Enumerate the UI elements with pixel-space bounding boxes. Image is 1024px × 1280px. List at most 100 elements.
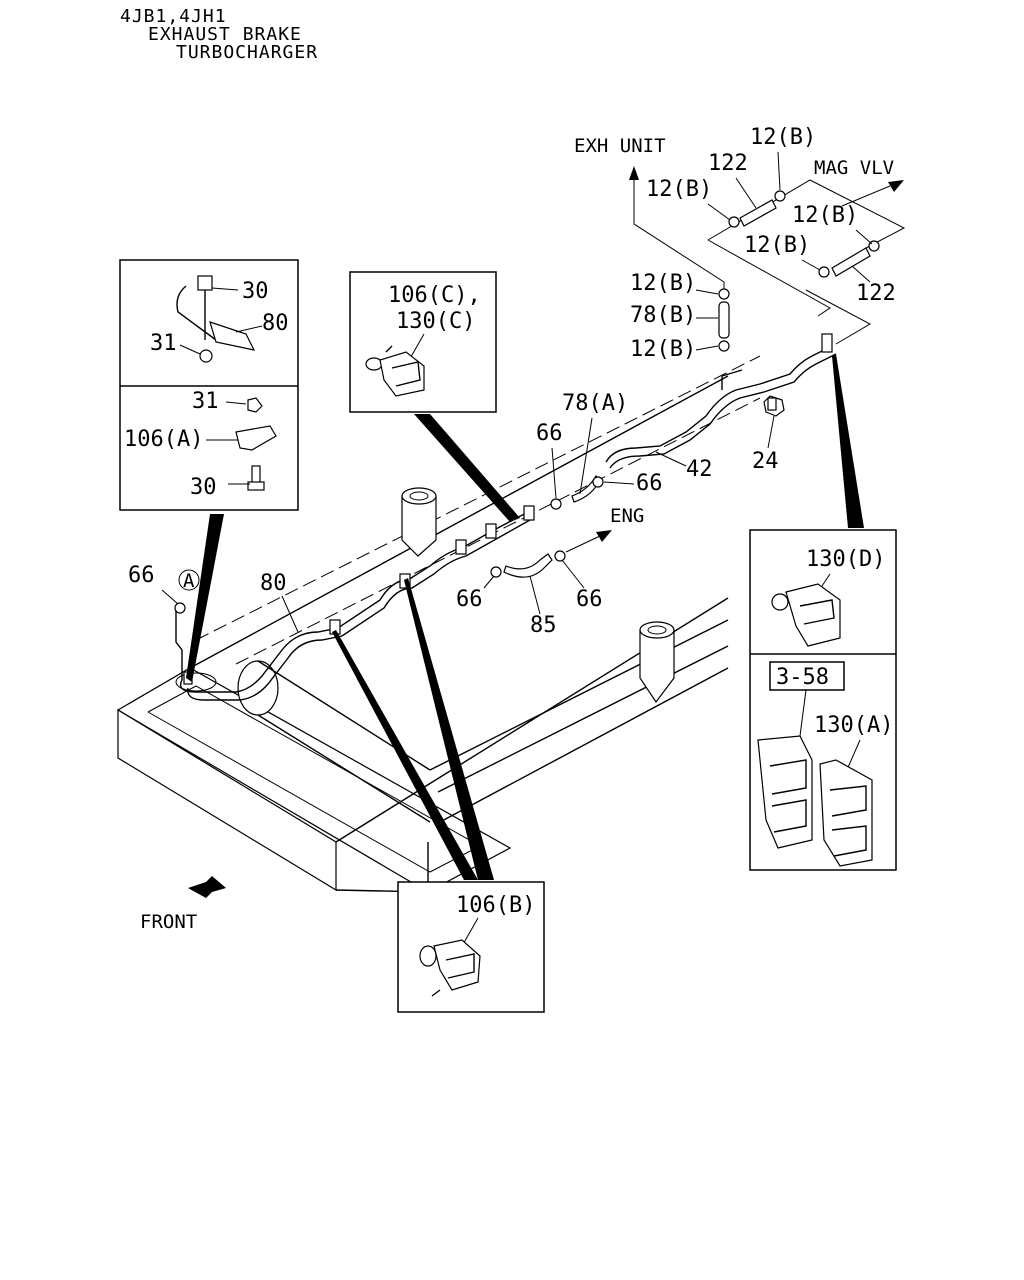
label-130c: 130(C): [396, 309, 475, 334]
callout-12b-pipe2: 12(B): [630, 337, 696, 362]
arrow-eng: [596, 530, 612, 542]
ref-box-3-58: [769, 661, 845, 691]
clip-on-pipe-5: [523, 505, 535, 521]
leader-66-d: [561, 559, 585, 589]
leader-66-a: [551, 447, 557, 499]
callout-122-top: 122: [708, 151, 748, 176]
detail-box-clip-c: 106(C), 130(C): [349, 271, 497, 413]
callout-42: 42: [686, 457, 713, 482]
leader-31b: [225, 401, 247, 405]
line-pipe-junction: [805, 289, 872, 345]
label-mag-vlv: MAG VLV: [814, 157, 894, 179]
callout-24: 24: [752, 449, 779, 474]
callout-85: 85: [530, 613, 557, 638]
leader-to-detail-clip-d: [832, 354, 864, 528]
callouts: 12(B) 122 12(B) 12(B) 12(B) 122 12(B) 78…: [128, 125, 896, 638]
label-130a: 130(A): [814, 713, 893, 738]
clip-b-drawing: [419, 939, 481, 997]
rail-inner-3: [439, 667, 729, 823]
leader-106b: [461, 917, 479, 947]
clamp-66-d: [554, 550, 566, 562]
label-130d: 130(D): [806, 547, 885, 572]
leader-to-detail-clip-c: [414, 414, 520, 522]
clip-a-drawing-right: [819, 759, 873, 867]
callout-66-c: 66: [456, 587, 483, 612]
detail-box-clip-b: 106(B): [397, 881, 545, 1013]
clamp-66-b: [592, 476, 604, 488]
callout-66-b: 66: [636, 471, 663, 496]
front-indicator: FRONT: [140, 876, 226, 933]
frame-bracket-left: [401, 487, 437, 557]
label-80-detail: 80: [262, 311, 289, 336]
cylinder-bottom: [257, 714, 431, 823]
hose-122-top: [739, 199, 777, 227]
leader-30a: [211, 287, 239, 291]
hose-85: [503, 553, 553, 578]
leader-to-detail-top-left: [186, 514, 224, 682]
pipe-42-a: [605, 345, 833, 463]
leader-24: [767, 415, 775, 449]
hose-122-right: [831, 247, 871, 277]
detail-box-top-left: 30 80 31 31 106(A) 30: [119, 259, 299, 511]
bolt-24: [763, 395, 785, 417]
washer-12b-left: [728, 216, 740, 228]
label-ref-3-58: 3-58: [776, 665, 829, 690]
label-30-lower: 30: [190, 475, 217, 500]
callout-12b-left: 12(B): [646, 177, 712, 202]
leader-85: [529, 575, 541, 615]
washer-12b-pipe1: [718, 288, 730, 300]
leader-122-right: [851, 265, 871, 283]
detail-pipe-bend: [176, 285, 217, 341]
clamp-66-c: [490, 566, 502, 578]
rail-centerline-2: [235, 397, 761, 665]
callout-78a: 78(A): [562, 391, 628, 416]
pipe-loop: [175, 672, 217, 692]
detail-bolt-30b-shaft: [251, 465, 261, 485]
pipe-riser: [721, 369, 743, 390]
label-106b: 106(B): [456, 893, 535, 918]
leader-66-b: [603, 481, 635, 485]
label-31-lower: 31: [192, 389, 219, 414]
detail-box-top-left-frame: [119, 259, 299, 511]
clamp-66-left: [174, 602, 186, 614]
detail-box-right: 130(D) 3-58 130(A): [749, 529, 897, 871]
washer-12b-pipe2: [718, 340, 730, 352]
rail-centerline-1: [195, 355, 761, 641]
label-30-upper: 30: [242, 279, 269, 304]
hose-78b: [718, 301, 730, 339]
detail-clamp-106a: [235, 425, 277, 451]
leader-66-c: [483, 575, 495, 589]
label-31-upper: 31: [150, 331, 177, 356]
callout-circle-a: A: [183, 570, 195, 592]
clip-d-drawing: [771, 583, 841, 647]
leader-78a: [579, 417, 593, 495]
callout-12b-mid: 12(B): [744, 233, 810, 258]
frame-drawing: [116, 355, 761, 893]
header: 4JB1,4JH1 EXHAUST BRAKE TURBOCHARGER: [120, 6, 318, 63]
label-106a: 106(A): [124, 427, 203, 452]
callout-80: 80: [260, 571, 287, 596]
detail-bolt-30a-head: [197, 275, 213, 291]
pipe-42-b: [609, 353, 837, 469]
callout-66-d: 66: [576, 587, 603, 612]
leader-12b-top: [777, 151, 781, 191]
detail-clamp-80: [209, 321, 256, 351]
leader-12b-right: [855, 229, 873, 245]
label-exh-unit: EXH UNIT: [574, 135, 666, 157]
detail-bolt-30b-head: [247, 481, 265, 491]
leader-to-detail-clip-b-1: [404, 578, 494, 880]
header-subsystem: TURBOCHARGER: [176, 42, 318, 63]
leader-31a: [179, 344, 201, 355]
detail-box-clip-b-frame: [397, 881, 545, 1013]
callout-12b-right: 12(B): [792, 203, 858, 228]
callout-78b: 78(B): [630, 303, 696, 328]
rail-inner-2: [437, 645, 729, 793]
washer-12b-top: [774, 190, 786, 202]
leader-12b-pipe2: [695, 345, 719, 351]
clip-on-pipe-1: [485, 523, 497, 539]
leader-66-left: [161, 589, 179, 605]
rail-inner-1: [429, 619, 729, 771]
arrow-exh-unit: [629, 166, 639, 180]
leader-to-detail-clip-b-2: [332, 630, 478, 880]
